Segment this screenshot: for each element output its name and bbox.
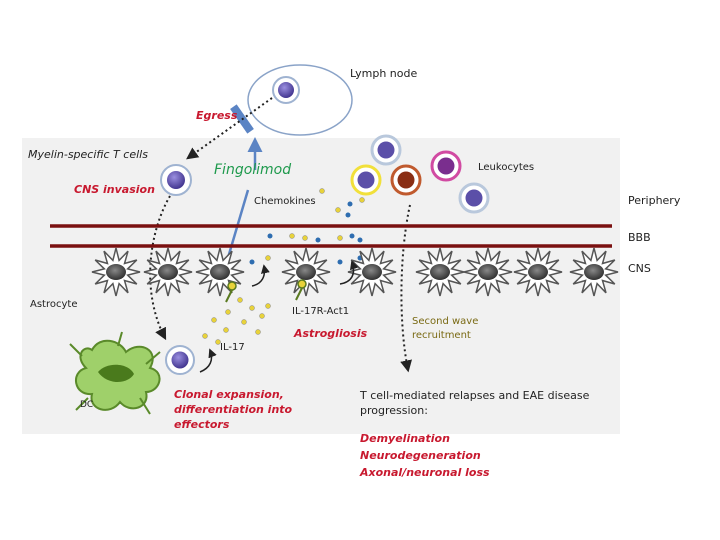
leukocyte (350, 164, 382, 196)
leukocytes-label: Leukocytes (478, 162, 535, 173)
dendritic-cell (69, 331, 161, 415)
cns-invasion-label: CNS invasion (74, 183, 155, 196)
astrocyte-signal-arrow-2 (339, 260, 359, 285)
clonal-label-2: differentiation into (174, 403, 293, 416)
lymph-node-label: Lymph node (350, 67, 418, 80)
clonal-label-3: effectors (174, 418, 230, 431)
myelin-t-cell (160, 164, 192, 196)
il17-to-effector-arrow (199, 348, 217, 373)
fingolimod-label: Fingolimod (214, 162, 292, 178)
effector-t-cell (165, 345, 195, 375)
il17-receptor-right (297, 279, 307, 289)
leukocyte (458, 182, 490, 214)
outcome-neurodegeneration: Neurodegeneration (360, 449, 481, 462)
second-wave-arrow (400, 204, 413, 373)
il17-label: IL-17 (220, 342, 245, 353)
tcell-relapse-label-1: T cell-mediated relapses and EAE disease (360, 389, 590, 402)
myelin-t-cells-label: Myelin-specific T cells (28, 148, 148, 161)
il17-receptor-left (227, 281, 237, 291)
tcell-relapse-label-2: progression: (360, 404, 428, 417)
bbb-label: BBB (628, 231, 651, 244)
astrocyte (415, 247, 465, 297)
lymph-node-t-cell (272, 76, 300, 104)
astrocyte (569, 247, 619, 297)
astrocyte-signal-arrow-1 (251, 264, 270, 287)
astrocyte (281, 247, 331, 297)
periphery-label: Periphery (628, 194, 681, 207)
dc-label: DC (80, 400, 94, 410)
leukocyte (370, 134, 402, 166)
astrocyte (513, 247, 563, 297)
cns-label: CNS (628, 262, 651, 275)
astrocyte (143, 247, 193, 297)
second-wave-label-1: Second wave (412, 316, 479, 327)
leukocytes-group (350, 134, 490, 214)
astrocyte (195, 247, 245, 297)
astrocyte (347, 247, 397, 297)
second-wave-label-2: recruitment (412, 330, 471, 341)
lymph-node-ellipse (247, 64, 353, 136)
il17-receptor-stem-left (225, 289, 233, 303)
astrogliosis-label: Astrogliosis (294, 327, 368, 340)
astrocyte-label: Astrocyte (30, 299, 78, 310)
leukocyte (430, 150, 462, 182)
leukocyte (390, 164, 422, 196)
outcome-demyelination: Demyelination (360, 432, 450, 445)
il17r-act1-label: IL-17R-Act1 (292, 306, 350, 317)
astrocyte-row (91, 247, 619, 297)
egress-label: Egress (196, 109, 238, 122)
astrocyte (91, 247, 141, 297)
il17-receptor-stem-right (295, 287, 303, 301)
outcome-axonal-loss: Axonal/neuronal loss (360, 466, 490, 479)
chemokines-label: Chemokines (254, 196, 316, 207)
il17-dots (202, 297, 271, 345)
clonal-label-1: Clonal expansion, (174, 388, 284, 401)
astrocyte (463, 247, 513, 297)
chemokine-dots (249, 188, 365, 275)
egress-arrow (186, 97, 273, 160)
